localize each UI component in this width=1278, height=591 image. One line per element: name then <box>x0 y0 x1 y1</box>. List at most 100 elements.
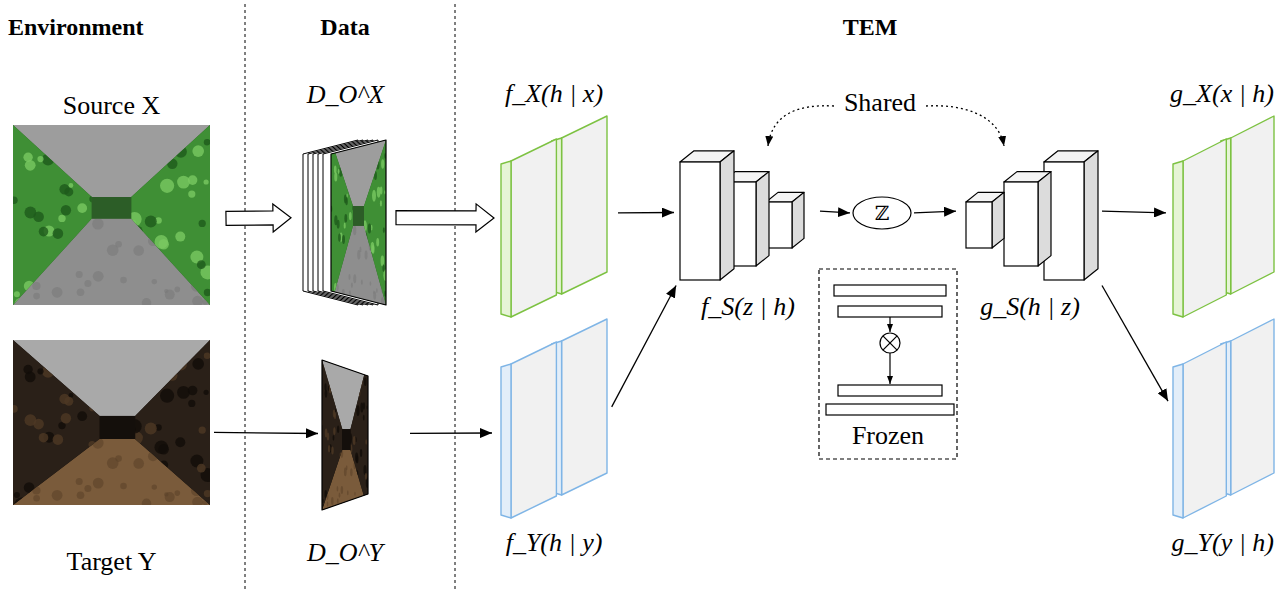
texture-spot <box>327 432 329 440</box>
texture-spot <box>129 374 142 387</box>
node-graphic <box>320 360 370 510</box>
texture-spot <box>177 176 190 189</box>
texture-spot <box>334 166 337 174</box>
corridor-end <box>92 197 131 219</box>
block-front <box>680 162 720 280</box>
texture-spot <box>376 159 379 169</box>
texture-spot <box>373 290 374 294</box>
texture-spot <box>357 290 359 295</box>
layer-plate-edge <box>1173 161 1183 317</box>
texture-spot <box>191 485 202 496</box>
texture-spot <box>164 492 168 496</box>
floor-texture <box>27 437 207 508</box>
arrow-connector <box>612 286 676 407</box>
texture-spot <box>338 490 340 497</box>
corridor-wall <box>131 125 210 305</box>
block-side <box>1038 172 1051 266</box>
texture-spot <box>199 220 206 227</box>
texture-spot <box>338 234 341 242</box>
texture-spot <box>362 256 364 263</box>
texture-spot <box>350 358 353 367</box>
texture-spot <box>343 496 344 500</box>
texture-spot <box>145 216 157 228</box>
node-label: D_O^Y <box>307 538 383 568</box>
texture-spot <box>159 444 169 454</box>
texture-spot <box>340 449 343 458</box>
texture-spot <box>364 475 366 483</box>
shared-decoder: g_S(h | z) <box>960 140 1100 282</box>
observation-frame <box>330 138 387 311</box>
texture-spot <box>64 187 73 196</box>
texture-spot <box>124 456 132 464</box>
texture-spot <box>369 287 371 292</box>
texture-spot <box>358 181 362 193</box>
texture-spot <box>337 371 339 376</box>
texture-spot <box>109 130 123 144</box>
texture-spot <box>34 222 39 227</box>
texture-spot <box>360 449 362 457</box>
texture-spot <box>335 235 337 242</box>
texture-spot <box>365 439 367 444</box>
texture-spot <box>77 288 85 296</box>
texture-spot <box>125 346 135 356</box>
shared-encoder: f_S(z | h) <box>678 140 818 282</box>
texture-spot <box>88 296 96 304</box>
texture-spot <box>356 167 358 172</box>
arrow-connector <box>618 212 674 214</box>
texture-spot <box>358 389 360 397</box>
texture-spot <box>380 200 382 206</box>
node-graphic <box>1172 115 1275 317</box>
texture-spot <box>350 468 352 476</box>
decoder-layers: g_Y(y | h) <box>1172 318 1275 518</box>
texture-spot <box>77 137 84 144</box>
texture-spot <box>327 452 328 456</box>
texture-spot <box>357 499 359 507</box>
texture-spot <box>361 182 365 193</box>
texture-spot <box>363 257 366 265</box>
texture-spot <box>325 481 327 488</box>
texture-spot <box>349 152 351 158</box>
texture-spot <box>373 291 376 300</box>
texture-spot <box>204 390 209 395</box>
texture-spot <box>53 271 65 283</box>
texture-spot <box>360 497 361 501</box>
texture-spot <box>356 456 358 464</box>
texture-spot <box>381 250 383 257</box>
texture-spot <box>363 456 365 462</box>
texture-spot <box>192 296 203 307</box>
texture-spot <box>100 233 108 241</box>
texture-spot <box>355 362 357 370</box>
frozen-frame <box>819 269 957 459</box>
arrow-connector <box>1102 286 1168 402</box>
texture-spot <box>25 372 36 383</box>
layer-plate-face <box>1183 342 1226 518</box>
texture-spot <box>84 485 91 492</box>
texture-spot <box>329 384 332 393</box>
texture-spot <box>327 494 329 500</box>
texture-spot <box>352 505 354 512</box>
texture-spot <box>191 281 202 292</box>
texture-spot <box>339 492 341 497</box>
texture-spot <box>344 391 346 396</box>
corridor-wall <box>13 125 92 305</box>
texture-spot <box>76 478 83 485</box>
texture-spot <box>364 503 367 511</box>
corridor-end <box>13 125 210 305</box>
texture-spot <box>356 405 359 416</box>
texture-spot <box>120 277 127 284</box>
texture-spot <box>107 244 119 256</box>
texture-spot <box>133 458 144 469</box>
node-label: Frozen <box>852 421 924 451</box>
texture-spot <box>331 446 333 454</box>
texture-spot <box>197 243 205 251</box>
texture-spot <box>336 284 338 291</box>
section-divider <box>455 4 456 591</box>
layer-plate-face <box>511 342 556 518</box>
texture-spot <box>106 162 113 169</box>
texture-spot <box>55 126 64 135</box>
texture-spot <box>364 469 366 477</box>
texture-spot <box>31 122 41 132</box>
texture-spot <box>334 172 337 181</box>
